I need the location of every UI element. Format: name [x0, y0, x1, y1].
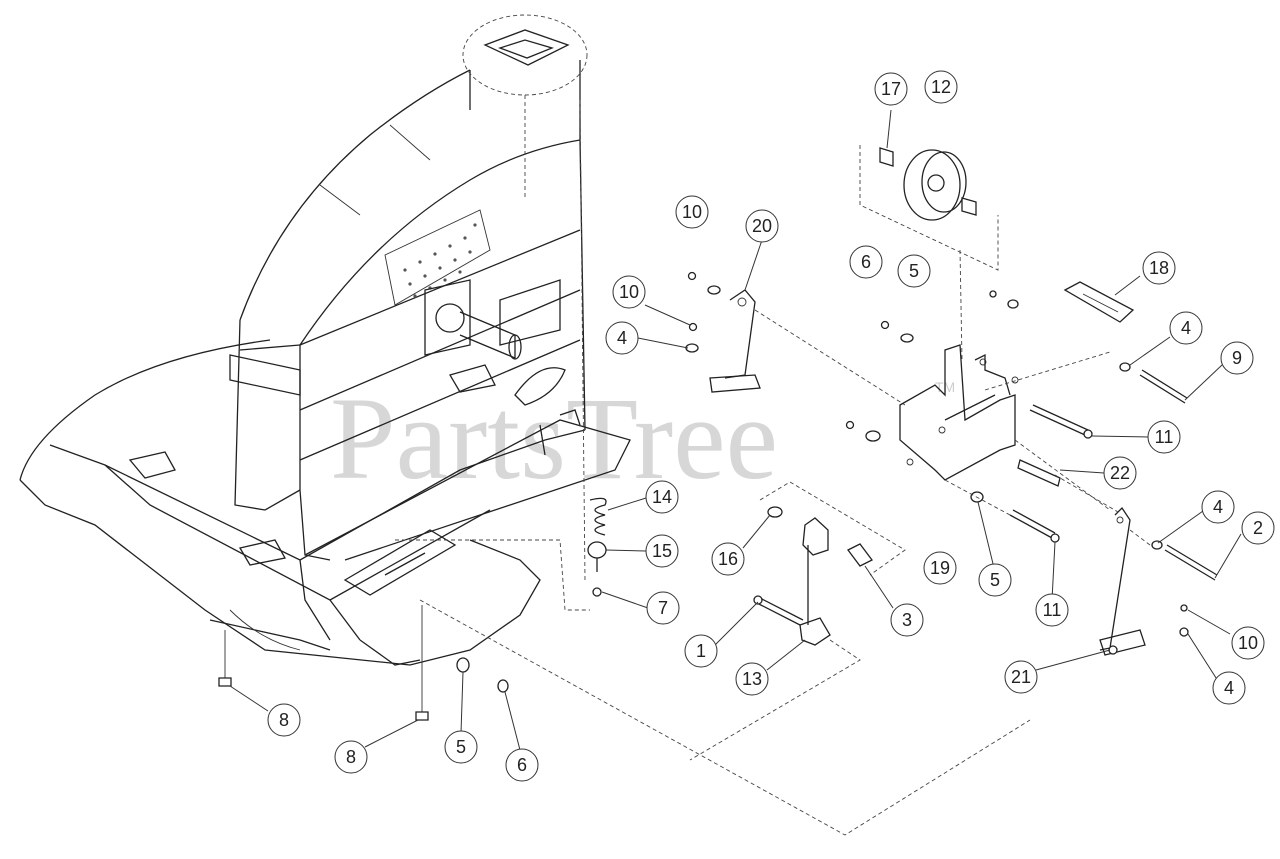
svg-text:4: 4: [1181, 318, 1191, 338]
callout-5[interactable]: 5: [444, 730, 478, 764]
callout-11[interactable]: 11: [1147, 420, 1181, 454]
callout-3[interactable]: 3: [890, 603, 924, 637]
bracket-part-21[interactable]: [1054, 474, 1218, 656]
watermark-text: PartsTree: [330, 373, 778, 504]
svg-text:2: 2: [1253, 518, 1263, 538]
svg-text:9: 9: [1232, 348, 1242, 368]
callout-13[interactable]: 13: [735, 662, 769, 696]
svg-text:10: 10: [1238, 633, 1258, 653]
idler-pulley-part-12[interactable]: [859, 145, 1019, 361]
svg-text:18: 18: [1149, 258, 1169, 278]
svg-text:7: 7: [658, 598, 668, 618]
svg-text:20: 20: [752, 216, 772, 236]
callout-10[interactable]: 10: [1231, 626, 1265, 660]
callout-1[interactable]: 1: [684, 634, 718, 668]
callout-4[interactable]: 4: [1169, 311, 1203, 345]
callout-22[interactable]: 22: [1103, 456, 1137, 490]
callout-5[interactable]: 5: [978, 563, 1012, 597]
svg-text:8: 8: [346, 747, 356, 767]
svg-text:11: 11: [1043, 600, 1062, 620]
idler-arm-bracket[interactable]: [845, 281, 1188, 543]
callout-16[interactable]: 16: [711, 542, 745, 576]
callout-4[interactable]: 4: [605, 321, 639, 355]
svg-text:6: 6: [517, 755, 527, 775]
callout-8[interactable]: 8: [334, 740, 368, 774]
svg-text:5: 5: [990, 570, 1000, 590]
callout-18[interactable]: 18: [1142, 251, 1176, 285]
svg-text:5: 5: [456, 737, 466, 757]
svg-text:15: 15: [652, 541, 672, 561]
svg-text:12: 12: [931, 77, 951, 97]
lever-part-13[interactable]: [689, 481, 906, 761]
callout-2[interactable]: 2: [1241, 511, 1275, 545]
chute-housing[interactable]: [229, 60, 631, 561]
callout-14[interactable]: 14: [645, 480, 679, 514]
svg-text:3: 3: [902, 610, 912, 630]
callout-10[interactable]: 10: [675, 195, 709, 229]
leader-lines: [229, 109, 1242, 751]
callout-12[interactable]: 12: [924, 70, 958, 104]
callout-19[interactable]: 19: [923, 551, 957, 585]
callout-10[interactable]: 10: [612, 275, 646, 309]
svg-text:11: 11: [1155, 427, 1174, 447]
svg-text:17: 17: [881, 79, 901, 99]
svg-text:13: 13: [742, 669, 762, 689]
svg-text:21: 21: [1011, 667, 1031, 687]
callout-17[interactable]: 17: [874, 72, 908, 106]
spring-part-14[interactable]: [395, 497, 607, 611]
callout-21[interactable]: 21: [1004, 660, 1038, 694]
svg-text:5: 5: [909, 261, 919, 281]
callout-6[interactable]: 6: [505, 748, 539, 782]
svg-text:22: 22: [1110, 463, 1130, 483]
svg-text:4: 4: [617, 328, 627, 348]
callout-6[interactable]: 6: [849, 245, 883, 279]
svg-text:4: 4: [1213, 497, 1223, 517]
callout-4[interactable]: 4: [1212, 671, 1246, 705]
svg-text:14: 14: [652, 487, 672, 507]
bracket-part-20[interactable]: [685, 271, 906, 406]
callout-8[interactable]: 8: [267, 703, 301, 737]
svg-text:8: 8: [279, 710, 289, 730]
callout-9[interactable]: 9: [1220, 341, 1254, 375]
callout-20[interactable]: 20: [745, 209, 779, 243]
callout-4[interactable]: 4: [1201, 490, 1235, 524]
svg-text:10: 10: [682, 202, 702, 222]
svg-text:19: 19: [930, 558, 950, 578]
chute-flange[interactable]: [462, 14, 588, 581]
callout-5[interactable]: 5: [897, 254, 931, 288]
svg-text:10: 10: [619, 282, 639, 302]
svg-text:4: 4: [1224, 678, 1234, 698]
callout-7[interactable]: 7: [646, 591, 680, 625]
svg-text:1: 1: [696, 641, 706, 661]
callout-11[interactable]: 11: [1035, 593, 1069, 627]
svg-text:6: 6: [861, 252, 871, 272]
callout-15[interactable]: 15: [645, 534, 679, 568]
svg-text:16: 16: [718, 549, 738, 569]
